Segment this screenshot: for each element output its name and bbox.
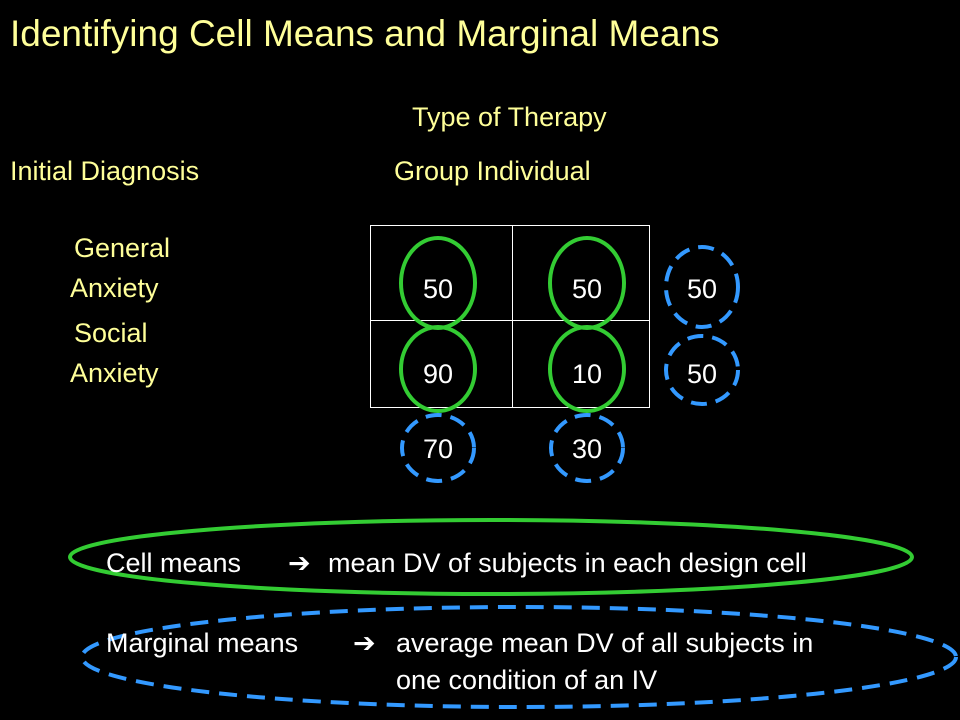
row-label-social-anxiety: Anxiety [70, 358, 159, 388]
marginal-circle [400, 413, 476, 483]
grid-line [649, 225, 650, 408]
grid-line [370, 225, 650, 226]
column-marginal-individual: 30 [571, 434, 603, 464]
cell-means-term: Cell means [106, 548, 242, 578]
marginal-means-definition-line1: average mean DV of all subjects in [396, 628, 814, 658]
grid-line [370, 407, 650, 408]
grid-line [512, 225, 513, 408]
cell-means-oval [68, 518, 914, 596]
marginal-circle [664, 245, 740, 329]
marginal-means-definition-line2: one condition of an IV [396, 665, 658, 695]
row-label-social: Social [74, 318, 148, 348]
arrow-right-icon: ➔ [353, 628, 376, 658]
marginal-circle [664, 334, 740, 406]
arrow-right-icon: ➔ [288, 548, 311, 578]
column-factor-label: Type of Therapy [412, 102, 607, 132]
row-marginal-general: 50 [686, 274, 718, 304]
marginal-circle [549, 413, 625, 483]
slide-title: Identifying Cell Means and Marginal Mean… [10, 13, 720, 54]
grid-line [370, 225, 371, 408]
row-label-general: General [74, 233, 171, 263]
column-marginal-group: 70 [422, 434, 454, 464]
row-label-general-anxiety: Anxiety [70, 273, 159, 303]
cell-mean-general-group: 50 [422, 274, 454, 304]
column-levels-label: Group Individual [394, 156, 591, 186]
marginal-means-oval [80, 605, 958, 709]
cell-means-definition: mean DV of subjects in each design cell [328, 548, 807, 578]
cell-mean-general-individual: 50 [571, 274, 603, 304]
marginal-means-term: Marginal means [106, 628, 299, 658]
cell-mean-social-group: 90 [422, 359, 454, 389]
grid-line [370, 320, 650, 321]
cell-mean-social-individual: 10 [571, 359, 603, 389]
row-marginal-social: 50 [686, 359, 718, 389]
cell-circle [399, 325, 477, 413]
row-factor-label: Initial Diagnosis [10, 156, 200, 186]
cell-circle [548, 325, 626, 413]
